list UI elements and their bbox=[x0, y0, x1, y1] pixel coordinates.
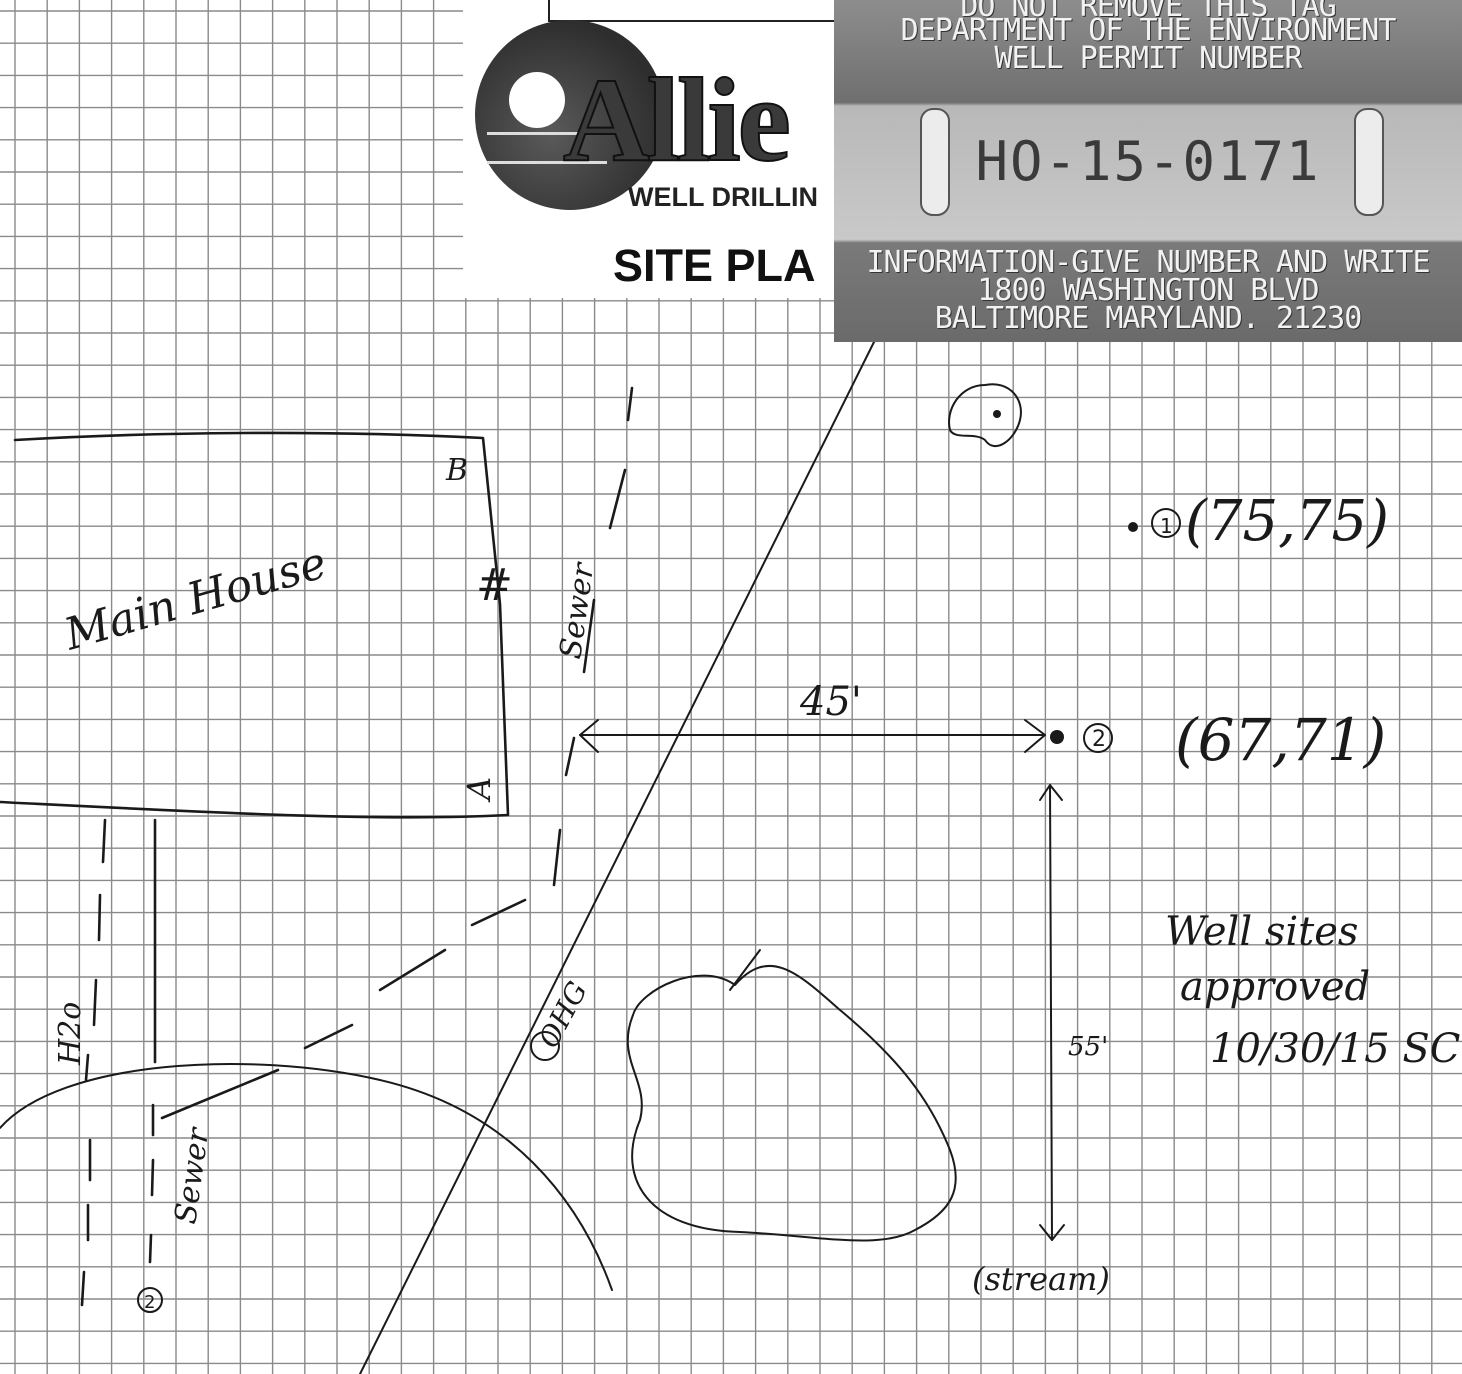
tag-line-4: INFORMATION-GIVE NUMBER AND WRITE bbox=[866, 245, 1430, 280]
logo-waves-icon bbox=[487, 132, 607, 164]
approval-line-3: 10/30/15 SC bbox=[1210, 1026, 1460, 1072]
bottom-marker: 2 bbox=[144, 1292, 155, 1313]
tag-slot-right bbox=[1354, 108, 1384, 216]
well-1-marker: 1 bbox=[1160, 514, 1173, 538]
well-permit-tag: DO NOT REMOVE THIS TAG DEPARTMENT OF THE… bbox=[834, 0, 1462, 342]
tag-line-1: DO NOT REMOVE THIS TAG bbox=[960, 0, 1336, 24]
tag-line-5: 1800 WASHINGTON BLVD bbox=[977, 273, 1319, 308]
header-top-border bbox=[548, 0, 850, 22]
page-title: SITE PLA bbox=[613, 240, 816, 291]
distance-horizontal-label: 45' bbox=[799, 679, 862, 725]
logo-sun-icon bbox=[509, 72, 565, 128]
sewer-line-vertical bbox=[148, 818, 157, 1264]
company-logo-wordmark: Allie bbox=[562, 53, 792, 186]
well-2-coords: (67,71) bbox=[1175, 706, 1386, 774]
house-corner-a: A bbox=[460, 777, 498, 803]
bottom-marker-circle bbox=[137, 1287, 163, 1313]
sewer-line-dashes bbox=[160, 28, 740, 1120]
stream-label: (stream) bbox=[972, 1260, 1110, 1298]
approval-line-1: Well sites bbox=[1165, 909, 1358, 955]
well-2-marker: 2 bbox=[1092, 727, 1106, 752]
well-1-coords: (75,75) bbox=[1185, 489, 1389, 554]
irregular-area-outline bbox=[626, 965, 957, 1242]
distance-vertical-label: 55' bbox=[1068, 1032, 1108, 1062]
tag-slot-left bbox=[920, 108, 950, 216]
company-logo-subtitle: WELL DRILLIN bbox=[628, 182, 818, 212]
house-corner-b: B bbox=[445, 453, 468, 488]
vertical-dimension-arrow bbox=[1039, 784, 1065, 1241]
h2o-label: H2o bbox=[53, 1002, 88, 1066]
tag-line-6: BALTIMORE MARYLAND. 21230 bbox=[934, 301, 1363, 336]
main-house-outline bbox=[0, 431, 510, 819]
small-area-outline bbox=[948, 383, 1022, 448]
well-2-dot bbox=[1050, 730, 1064, 744]
h2o-line-dashes bbox=[80, 818, 107, 1307]
company-header: Allie WELL DRILLIN SITE PLA bbox=[463, 0, 883, 298]
well-permit-number: HO-15-0171 bbox=[975, 130, 1321, 193]
approval-line-2: approved bbox=[1180, 964, 1370, 1010]
tag-line-2: DEPARTMENT OF THE ENVIRONMENT bbox=[900, 13, 1397, 48]
well-1-dot bbox=[1128, 522, 1138, 532]
horizontal-dimension-arrow bbox=[579, 719, 1046, 753]
irregular-area-arrow bbox=[729, 949, 761, 991]
well-2-circle bbox=[1083, 723, 1113, 753]
ohg-circle bbox=[530, 1031, 560, 1061]
house-side-hash: # bbox=[476, 560, 513, 611]
septic-area-arc bbox=[0, 1063, 613, 1291]
well-1-circle bbox=[1151, 508, 1181, 538]
main-house-label: Main House bbox=[58, 537, 332, 661]
tag-line-3: WELL PERMIT NUMBER bbox=[994, 41, 1302, 76]
diagonal-property-line bbox=[359, 339, 876, 1374]
small-area-dot bbox=[993, 410, 1001, 418]
company-logo-emblem bbox=[475, 20, 665, 210]
